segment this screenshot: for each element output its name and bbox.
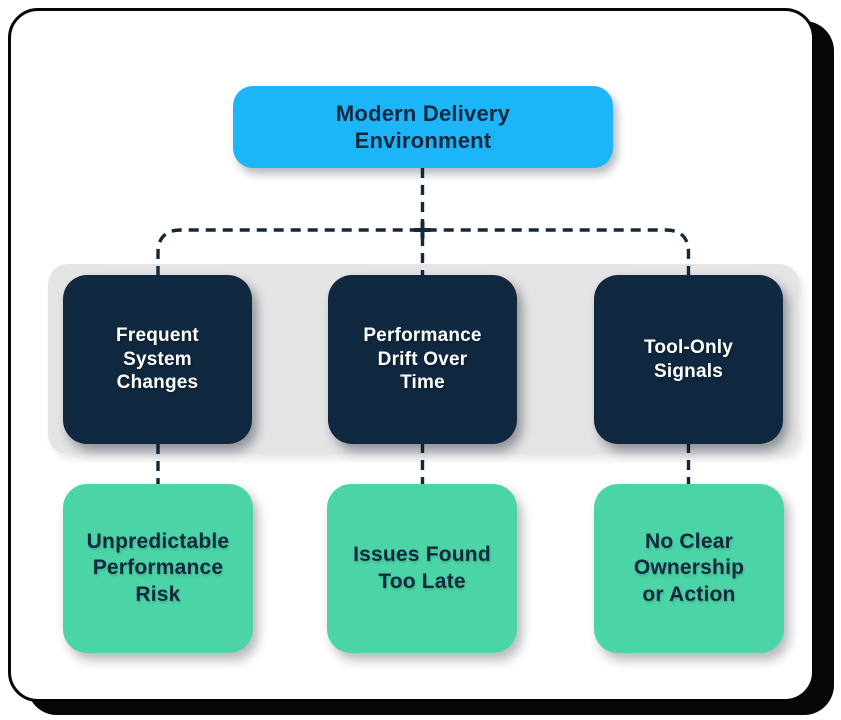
node-performance-drift-over-time: Performance Drift Over Time (328, 275, 517, 444)
node-frequent-system-changes: Frequent System Changes (63, 275, 252, 444)
node-issues-found-too-late: Issues Found Too Late (327, 484, 517, 653)
node-unpredictable-performance-risk: Unpredictable Performance Risk (63, 484, 253, 653)
diagram-card: Modern Delivery Environment Frequent Sys… (8, 8, 815, 702)
node-tool-only-signals: Tool-Only Signals (594, 275, 783, 444)
node-modern-delivery-environment: Modern Delivery Environment (233, 86, 613, 168)
node-no-clear-ownership-or-action: No Clear Ownership or Action (594, 484, 784, 653)
